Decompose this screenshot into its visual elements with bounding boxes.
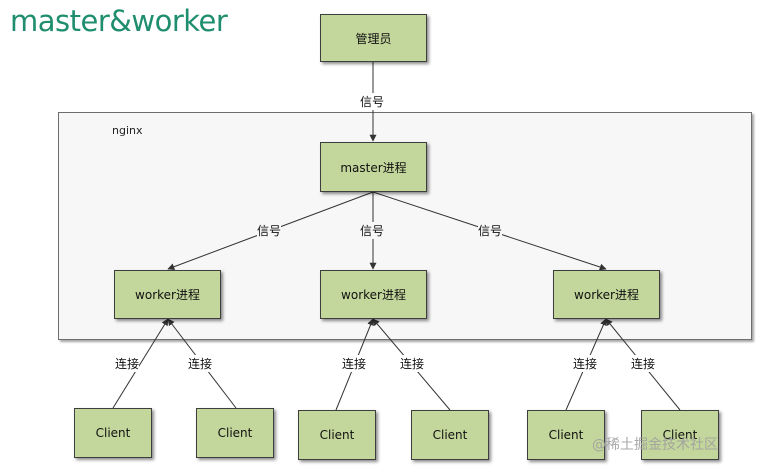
signal-label-worker-2: 信号 (360, 222, 385, 239)
connect-label-4: 连接 (400, 355, 425, 372)
master-node: master进程 (320, 142, 427, 192)
nginx-label: nginx (112, 124, 143, 137)
client-node-2: Client (196, 408, 274, 458)
edge-client-1 (112, 318, 169, 409)
connect-label-2: 连接 (188, 355, 213, 372)
connect-label-1: 连接 (115, 355, 140, 372)
worker-node-2: worker进程 (320, 270, 427, 319)
diagram-title: master&worker (10, 4, 228, 38)
client-node-4: Client (411, 410, 489, 460)
client-node-6: Client (641, 410, 719, 460)
client-node-3: Client (298, 410, 376, 460)
worker-node-3: worker进程 (553, 270, 660, 319)
signal-label-worker-1: 信号 (257, 222, 282, 239)
client-node-1: Client (74, 408, 152, 458)
connect-label-3: 连接 (342, 355, 367, 372)
watermark: @稀土掘金技术社区 (592, 437, 718, 453)
worker-node-1: worker进程 (114, 270, 221, 319)
signal-label-worker-3: 信号 (478, 222, 503, 239)
signal-label-admin: 信号 (360, 93, 385, 110)
connect-label-6: 连接 (631, 355, 656, 372)
client-node-5: Client (527, 410, 605, 460)
admin-node: 管理员 (320, 14, 427, 62)
connect-label-5: 连接 (573, 355, 598, 372)
